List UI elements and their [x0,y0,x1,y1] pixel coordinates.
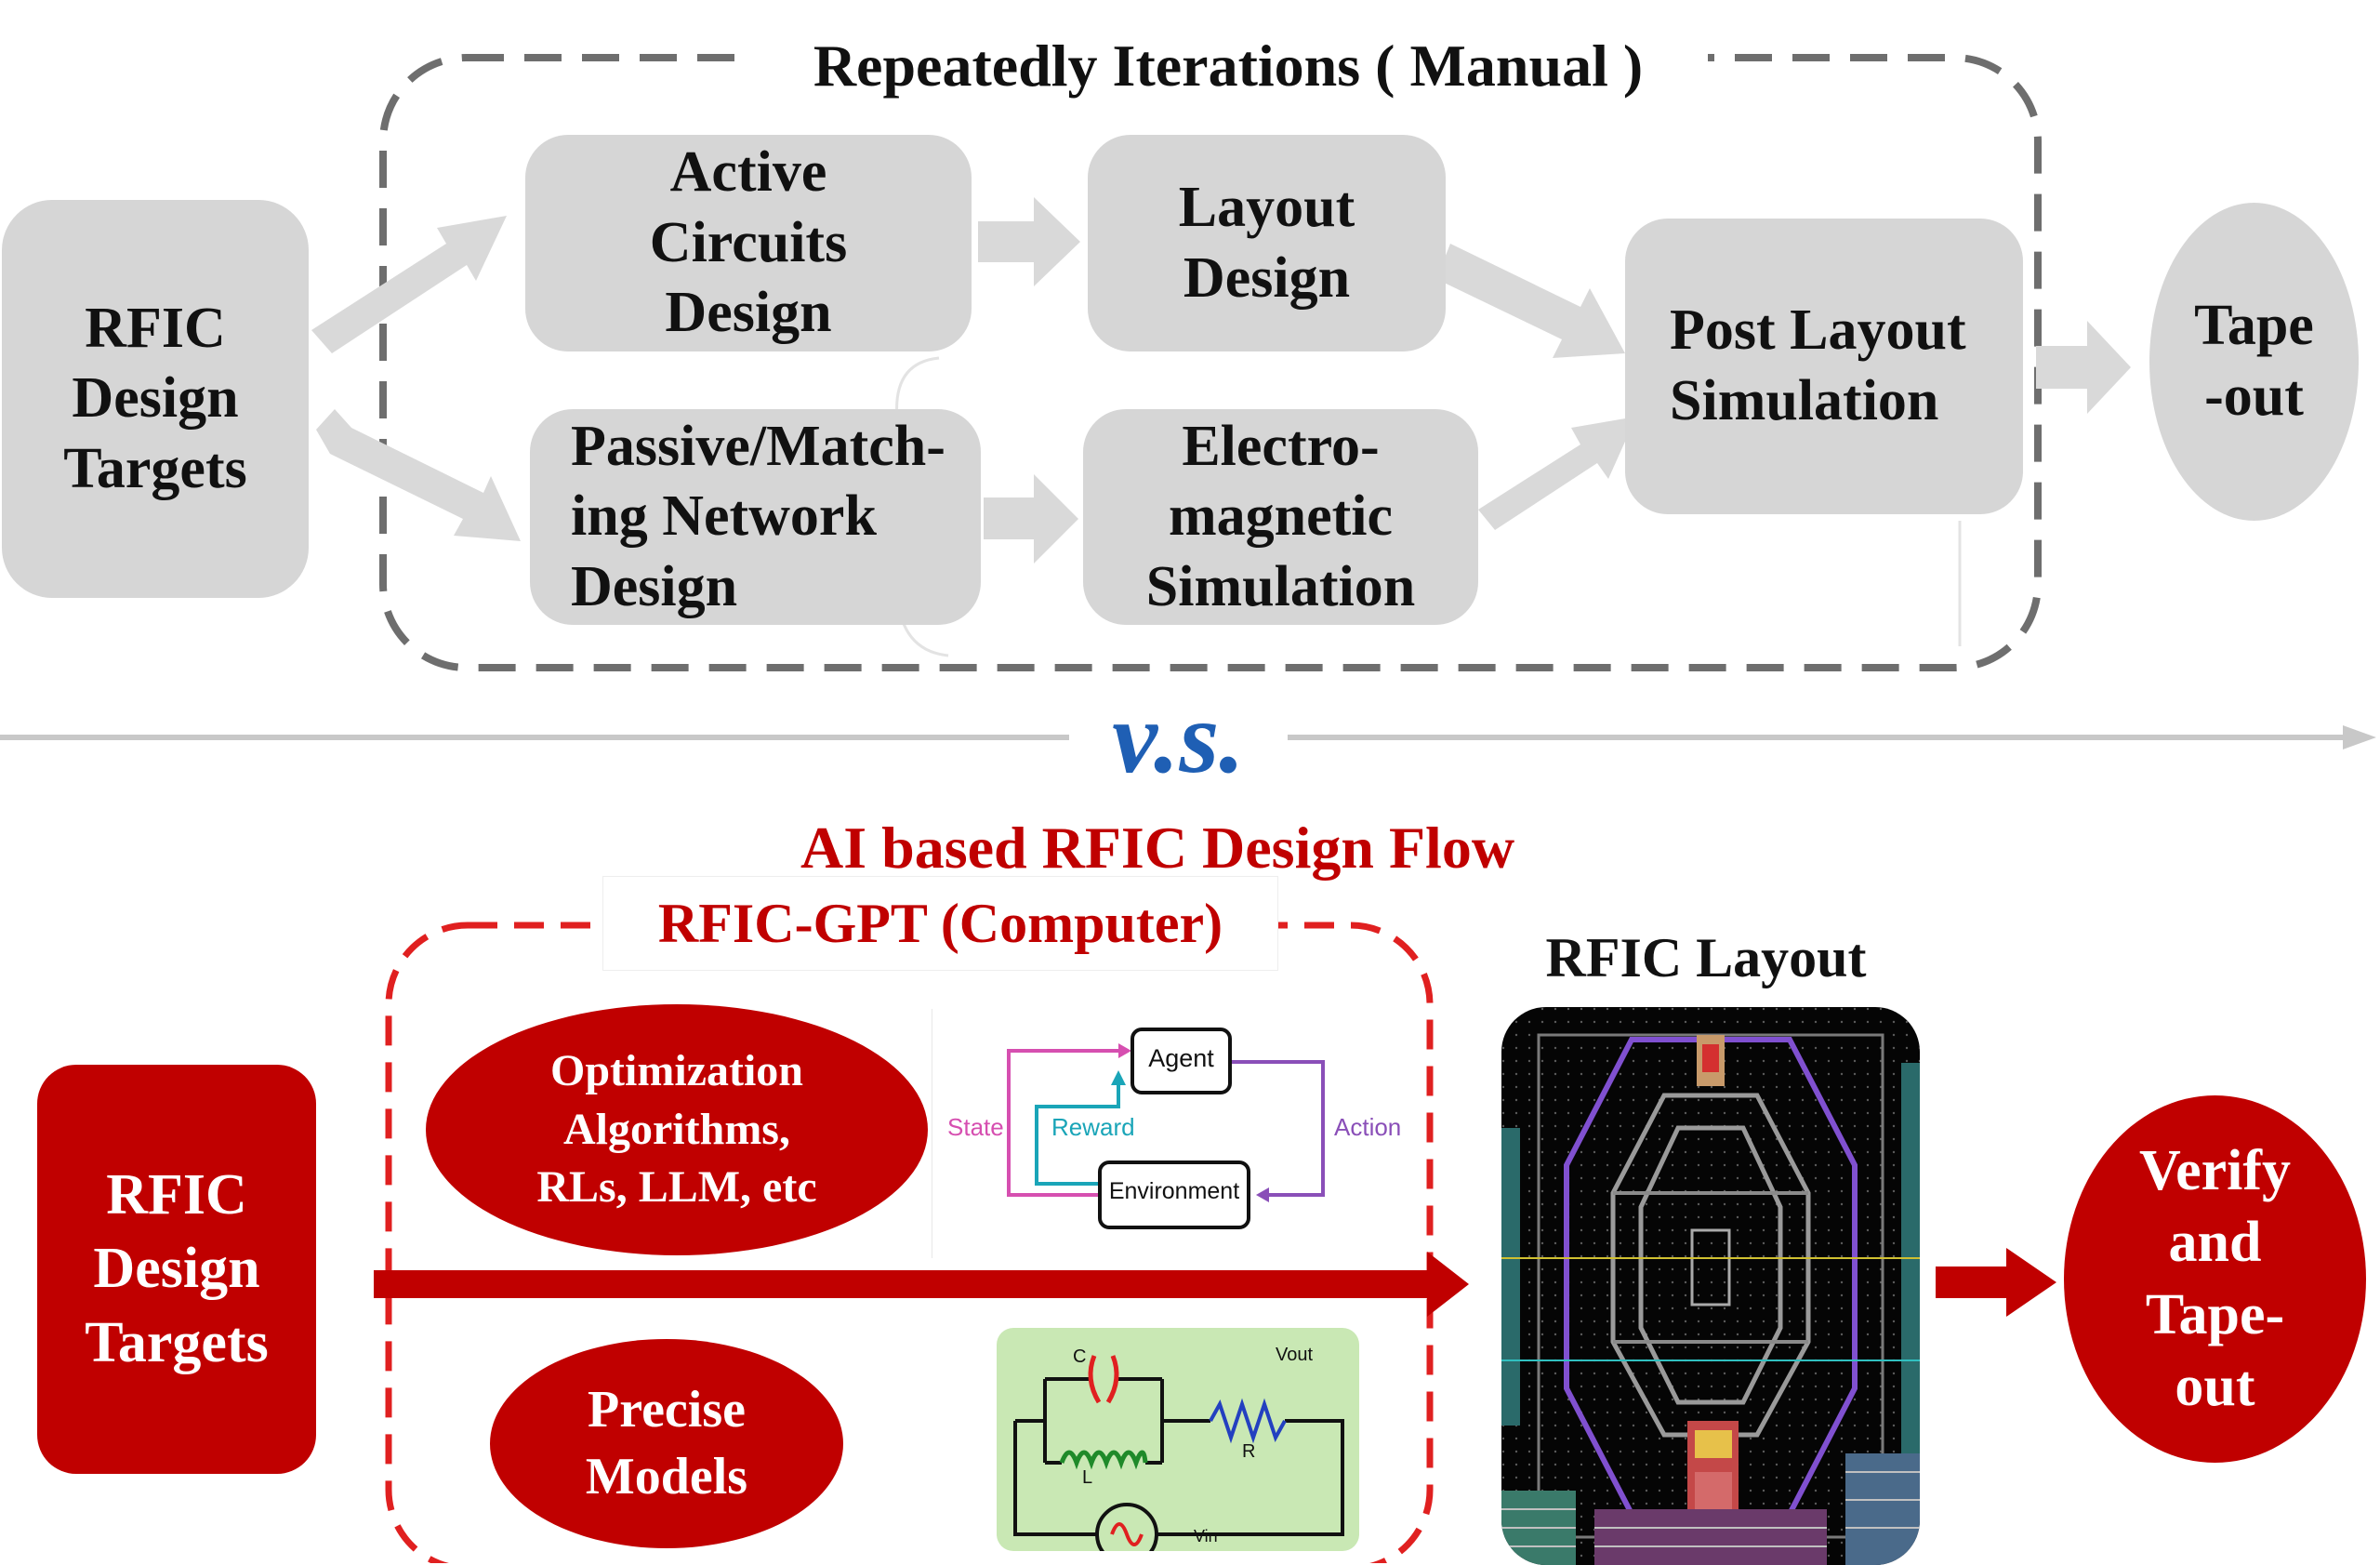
rl-reward-label: Reward [1051,1113,1135,1141]
optimization-algorithms-ellipse: Optimization Algorithms, RLs, LLM, etc [426,1004,928,1255]
rl-loop-graphic [1007,1028,1325,1229]
circuit-c-label: C [1073,1346,1087,1367]
environment-box [1098,1160,1250,1229]
rfic-layout-image [1501,1007,1920,1565]
arrow-layout-to-verify-head [2006,1248,2056,1317]
circuit-vout-label: Vout [1276,1345,1314,1365]
arrow-em-to-post [1478,417,1636,530]
rl-state-label: State [947,1113,1004,1141]
arrow-targets-to-active [311,216,507,353]
active-circuits-design-box: Active Circuits Design [525,135,972,351]
manual-tapeout-ellipse: Tape -out [2149,203,2359,521]
passive-matching-network-design-box: Passive/Match- ing Network Design [530,409,981,625]
rl-environment-label: Environment [1108,1178,1240,1204]
arrow-layout-to-post [1436,244,1625,358]
rl-loop-diagram: Agent Environment State Reward Action [932,1009,1416,1258]
vs-label: v.s. [1069,677,1288,802]
precise-models-ellipse: Precise Models [490,1339,843,1548]
rl-agent-label: Agent [1148,1044,1214,1072]
circuit-vin-label: Vin [1194,1527,1218,1545]
circuit-l-label: L [1082,1467,1093,1488]
ai-design-targets-box: RFIC Design Targets [37,1065,316,1474]
ai-flow-heading: AI based RFIC Design Flow [800,815,1515,881]
circuit-model-graphic [1013,1355,1344,1565]
agent-box [1130,1028,1232,1094]
arrow-layout-to-verify-shaft [1936,1267,2010,1298]
manual-design-targets-box: RFIC Design Targets [2,200,309,598]
rl-action-label: Action [1334,1113,1402,1141]
manual-flow-arrows [311,197,2131,564]
arrow-passive-to-em [984,474,1078,564]
layout-design-box: Layout Design [1088,135,1446,351]
post-layout-simulation-box: Post Layout Simulation [1625,219,2023,514]
circuit-model-diagram: C L R Vout Vin [997,1328,1359,1565]
ai-flow-main-arrow-shaft [374,1270,1434,1298]
arrow-active-to-layout [978,197,1080,286]
electromagnetic-simulation-box: Electro- magnetic Simulation [1083,409,1478,625]
rfic-layout-graphic [1501,1007,1920,1565]
circuit-r-label: R [1242,1441,1256,1462]
rfic-layout-title: RFIC Layout [1545,927,1867,988]
divider-arrowhead [2343,725,2376,749]
ai-flow-main-arrow-head [1427,1252,1469,1317]
verify-tapeout-ellipse: Verify and Tape- out [2064,1095,2366,1463]
manual-loop-label: Repeatedly Iterations ( Manual ) [748,20,1708,112]
rfic-gpt-label: RFIC-GPT (Computer) [602,876,1278,971]
arrow-post-to-tapeout [2036,321,2131,414]
arrow-targets-to-passive [316,409,521,541]
